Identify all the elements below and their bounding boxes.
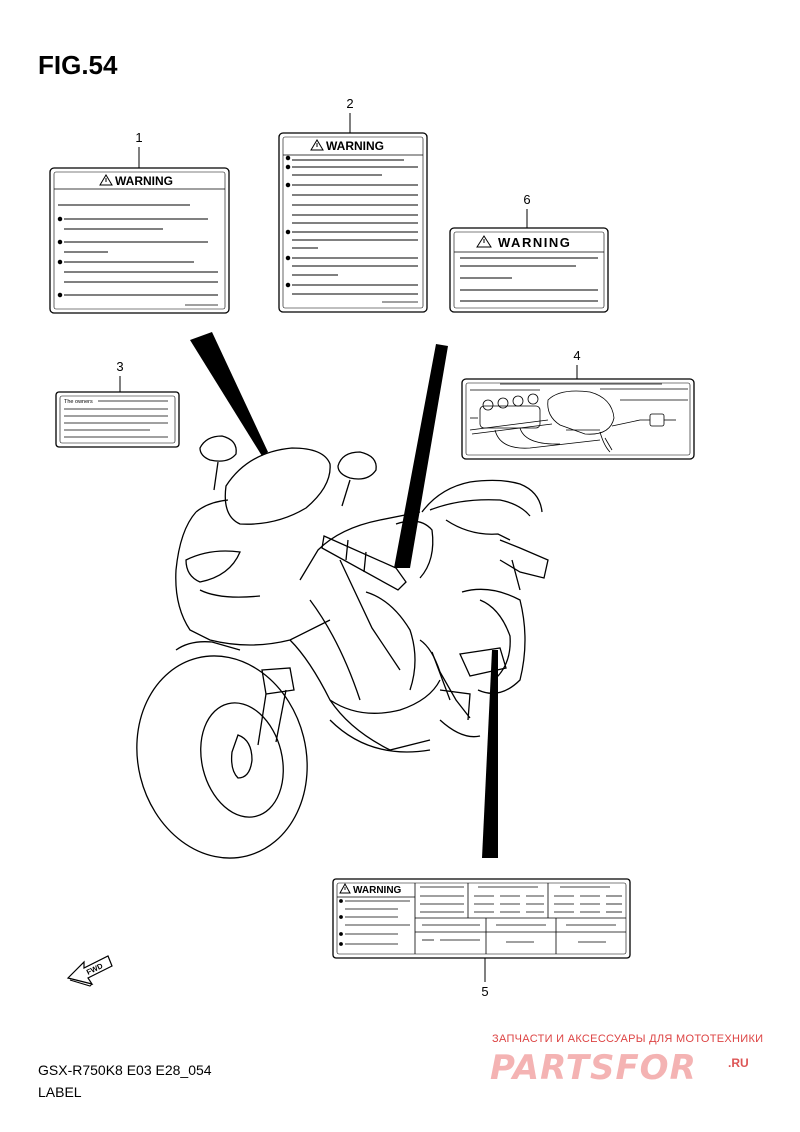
- warning-icon: [310, 139, 324, 151]
- warning-heading-1: WARNING: [115, 174, 173, 188]
- warning-heading-2: WARNING: [326, 139, 384, 153]
- watermark-tagline: ЗАПЧАСТИ И АКСЕССУАРЫ ДЛЯ МОТОТЕХНИКИ: [492, 1033, 764, 1045]
- label-5[interactable]: WARNING: [332, 878, 631, 999]
- part-number-4: 4: [573, 348, 580, 363]
- motorcycle-outline: [136, 435, 549, 859]
- warning-icon: [476, 235, 492, 248]
- text-lines-6: [460, 257, 598, 302]
- figure-title: FIG.54: [38, 50, 118, 80]
- watermark-brand: PARTSFOR: [490, 1048, 697, 1088]
- label-2[interactable]: 2 WARNING: [278, 96, 428, 313]
- owners-text: The owners: [64, 399, 93, 405]
- label-6[interactable]: 6 WARNING: [449, 192, 609, 313]
- part-number-1: 1: [135, 130, 142, 145]
- model-code: GSX-R750K8 E03 E28_054: [38, 1062, 212, 1078]
- text-lines-2: [285, 155, 418, 303]
- warning-icon: [339, 882, 351, 894]
- leader-wedges: [190, 332, 498, 858]
- part-number-2: 2: [346, 96, 353, 111]
- figure-caption: LABEL: [38, 1084, 82, 1100]
- part-number-3: 3: [116, 359, 123, 374]
- part-number-6: 6: [523, 192, 530, 207]
- label-1[interactable]: 1 WARNING: [49, 130, 230, 314]
- text-lines-3: [64, 400, 168, 438]
- label-4[interactable]: 4: [461, 348, 695, 460]
- text-lines-1: [57, 204, 218, 306]
- warning-icon: [99, 174, 113, 186]
- warning-heading-6: WARNING: [498, 235, 571, 250]
- label-3[interactable]: 3 The owners: [55, 359, 180, 448]
- watermark-domain: .RU: [728, 1056, 749, 1070]
- hose-routing-drawing: [469, 383, 688, 453]
- fwd-arrow-icon: FWD: [66, 955, 113, 987]
- text-lines-5: [337, 883, 626, 954]
- warning-heading-5: WARNING: [353, 885, 402, 896]
- part-number-5: 5: [481, 984, 488, 999]
